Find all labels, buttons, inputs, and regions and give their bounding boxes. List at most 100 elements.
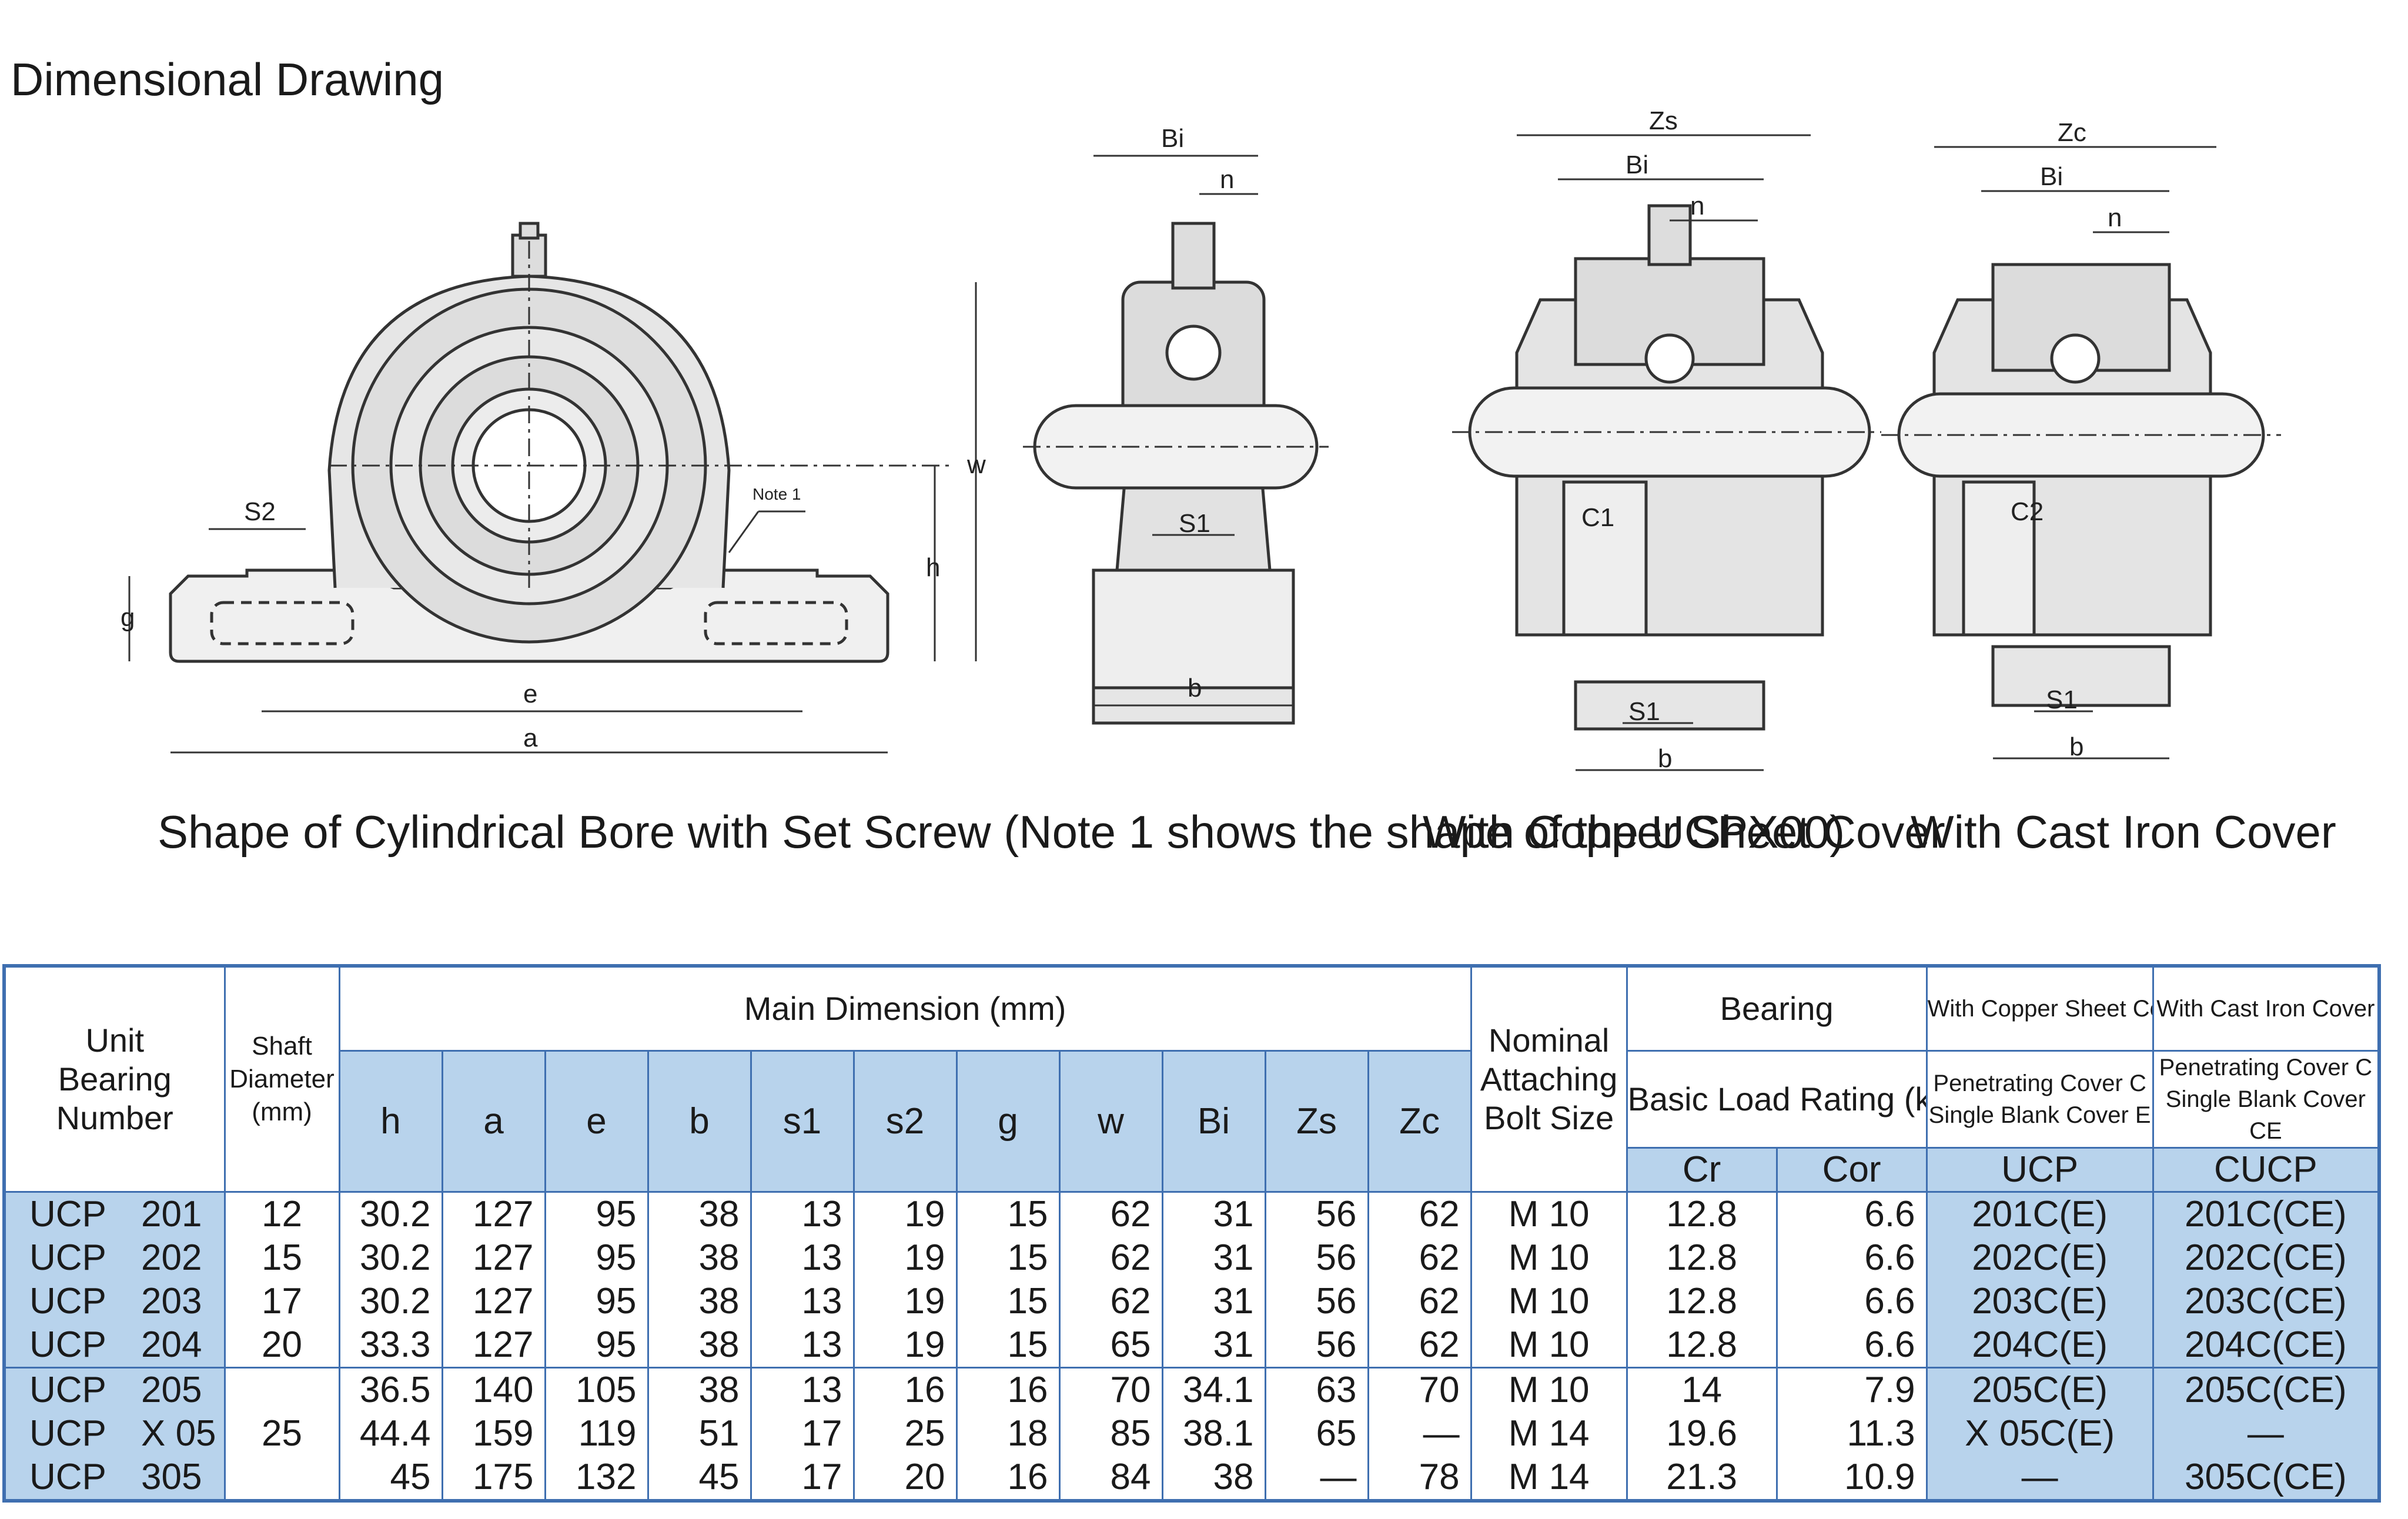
cell-zs: 63 bbox=[1264, 1367, 1369, 1412]
header-cast-code: CUCP bbox=[2152, 1147, 2380, 1193]
cell-e: 105 bbox=[544, 1367, 649, 1412]
cell-w: 62 bbox=[1058, 1236, 1163, 1280]
caption-cast-iron-cover: With Cast Iron Cover bbox=[1911, 806, 2336, 858]
label-zc: Zc bbox=[2058, 118, 2086, 147]
cell-copper: 202C(E) bbox=[1925, 1236, 2154, 1280]
row-number: 201 bbox=[141, 1194, 202, 1234]
cell-copper: 204C(E) bbox=[1925, 1323, 2154, 1368]
cell-s2: 19 bbox=[852, 1323, 958, 1368]
cell-cr: 12.8 bbox=[1626, 1280, 1778, 1323]
cell-copper: 205C(E) bbox=[1925, 1367, 2154, 1412]
cell-cr: 21.3 bbox=[1626, 1456, 1778, 1501]
cell-b: 38 bbox=[647, 1191, 752, 1236]
cell-g: 15 bbox=[955, 1236, 1061, 1280]
cell-cor: 6.6 bbox=[1775, 1236, 1928, 1280]
caption-copper-cover: With Copper Sheet Cover bbox=[1423, 806, 1945, 858]
header-dim-zc: Zc bbox=[1367, 1050, 1472, 1193]
cell-e: 95 bbox=[544, 1191, 649, 1236]
cell-cor: 6.6 bbox=[1775, 1323, 1928, 1368]
cell-cast: 202C(CE) bbox=[2152, 1236, 2380, 1280]
row-series: UCP bbox=[29, 1194, 106, 1234]
cell-bi: 31 bbox=[1161, 1191, 1266, 1236]
label-bi-side: Bi bbox=[1161, 124, 1184, 153]
header-dim-e: e bbox=[544, 1050, 649, 1193]
cell-bolt: M 10 bbox=[1470, 1280, 1628, 1323]
cell-cr: 12.8 bbox=[1626, 1191, 1778, 1236]
cell-bolt: M 10 bbox=[1470, 1236, 1628, 1280]
cell-bolt: M 10 bbox=[1470, 1323, 1628, 1368]
header-cast-desc: Penetrating Cover C Single Blank Cover C… bbox=[2152, 1050, 2380, 1149]
cast-iron-cover-drawing bbox=[1881, 146, 2281, 760]
header-dim-s1: s1 bbox=[750, 1050, 855, 1193]
cell-g: 16 bbox=[955, 1456, 1061, 1501]
cell-s1: 13 bbox=[750, 1280, 855, 1323]
cell-g: 15 bbox=[955, 1191, 1061, 1236]
cell-zc: 70 bbox=[1367, 1367, 1472, 1412]
cell-g: 15 bbox=[955, 1323, 1061, 1368]
cell-bi: 31 bbox=[1161, 1236, 1266, 1280]
cell-zs: 56 bbox=[1264, 1191, 1369, 1236]
cell-zc: — bbox=[1367, 1412, 1472, 1456]
cell-shaft: 20 bbox=[223, 1323, 340, 1368]
header-copper-desc: Penetrating Cover C Single Blank Cover E bbox=[1925, 1050, 2154, 1149]
cell-s1: 13 bbox=[750, 1191, 855, 1236]
cell-shaft: 15 bbox=[223, 1236, 340, 1280]
cell-a: 159 bbox=[441, 1412, 546, 1456]
label-s1-side: S1 bbox=[1179, 509, 1210, 538]
cell-zc: 62 bbox=[1367, 1191, 1472, 1236]
cell-bi: 38.1 bbox=[1161, 1412, 1266, 1456]
cell-w: 62 bbox=[1058, 1191, 1163, 1236]
copper-desc-line-2: Single Blank Cover E bbox=[1928, 1102, 2151, 1128]
row-series: UCP bbox=[29, 1324, 106, 1365]
row-number: X 05 bbox=[141, 1413, 216, 1454]
header-main-dimension: Main Dimension (mm) bbox=[338, 965, 1472, 1052]
cell-cr: 12.8 bbox=[1626, 1323, 1778, 1368]
label-c1: C1 bbox=[1581, 503, 1614, 532]
cell-b: 38 bbox=[647, 1280, 752, 1323]
cell-h: 36.5 bbox=[338, 1367, 443, 1412]
cell-e: 95 bbox=[544, 1280, 649, 1323]
cell-e: 119 bbox=[544, 1412, 649, 1456]
cell-bolt: M 14 bbox=[1470, 1412, 1628, 1456]
cell-bi: 38 bbox=[1161, 1456, 1266, 1501]
label-n-copper: n bbox=[1690, 192, 1704, 220]
label-w: w bbox=[966, 450, 986, 479]
cell-bolt: M 10 bbox=[1470, 1367, 1628, 1412]
cell-s1: 13 bbox=[750, 1367, 855, 1412]
cell-h: 33.3 bbox=[338, 1323, 443, 1368]
cell-cast: 305C(CE) bbox=[2152, 1456, 2380, 1501]
cell-h: 44.4 bbox=[338, 1412, 443, 1456]
cell-cast: 203C(CE) bbox=[2152, 1280, 2380, 1323]
cell-s2: 25 bbox=[852, 1412, 958, 1456]
header-cr: Cr bbox=[1626, 1147, 1778, 1193]
cast-desc-line-1: Penetrating Cover C bbox=[2159, 1055, 2373, 1080]
header-basic-load: Basic Load Rating (kN) bbox=[1626, 1050, 1928, 1149]
row-series: UCP bbox=[29, 1281, 106, 1321]
row-series: UCP bbox=[29, 1457, 106, 1497]
header-dim-zs: Zs bbox=[1264, 1050, 1369, 1193]
label-n-side: n bbox=[1220, 165, 1234, 194]
cell-w: 84 bbox=[1058, 1456, 1163, 1501]
cell-e: 95 bbox=[544, 1236, 649, 1280]
cell-bi: 31 bbox=[1161, 1280, 1266, 1323]
label-zs: Zs bbox=[1649, 106, 1678, 135]
label-bi-cast: Bi bbox=[2040, 162, 2063, 191]
cell-cor: 11.3 bbox=[1775, 1412, 1928, 1456]
cell-b: 38 bbox=[647, 1367, 752, 1412]
label-b-cast: b bbox=[2069, 732, 2083, 761]
header-dim-s2: s2 bbox=[852, 1050, 958, 1193]
cell-copper: X 05C(E) bbox=[1925, 1412, 2154, 1456]
cell-cast: 201C(CE) bbox=[2152, 1191, 2380, 1236]
cell-bolt: M 14 bbox=[1470, 1456, 1628, 1501]
cell-b: 38 bbox=[647, 1323, 752, 1368]
cell-cr: 19.6 bbox=[1626, 1412, 1778, 1456]
cell-shaft: 17 bbox=[223, 1280, 340, 1323]
cell-s2: 19 bbox=[852, 1236, 958, 1280]
cell-w: 70 bbox=[1058, 1367, 1163, 1412]
label-g: g bbox=[121, 603, 135, 632]
cell-s2: 16 bbox=[852, 1367, 958, 1412]
cell-zc: 62 bbox=[1367, 1236, 1472, 1280]
cell-h: 30.2 bbox=[338, 1236, 443, 1280]
cell-zs: 65 bbox=[1264, 1412, 1369, 1456]
cell-a: 127 bbox=[441, 1191, 546, 1236]
